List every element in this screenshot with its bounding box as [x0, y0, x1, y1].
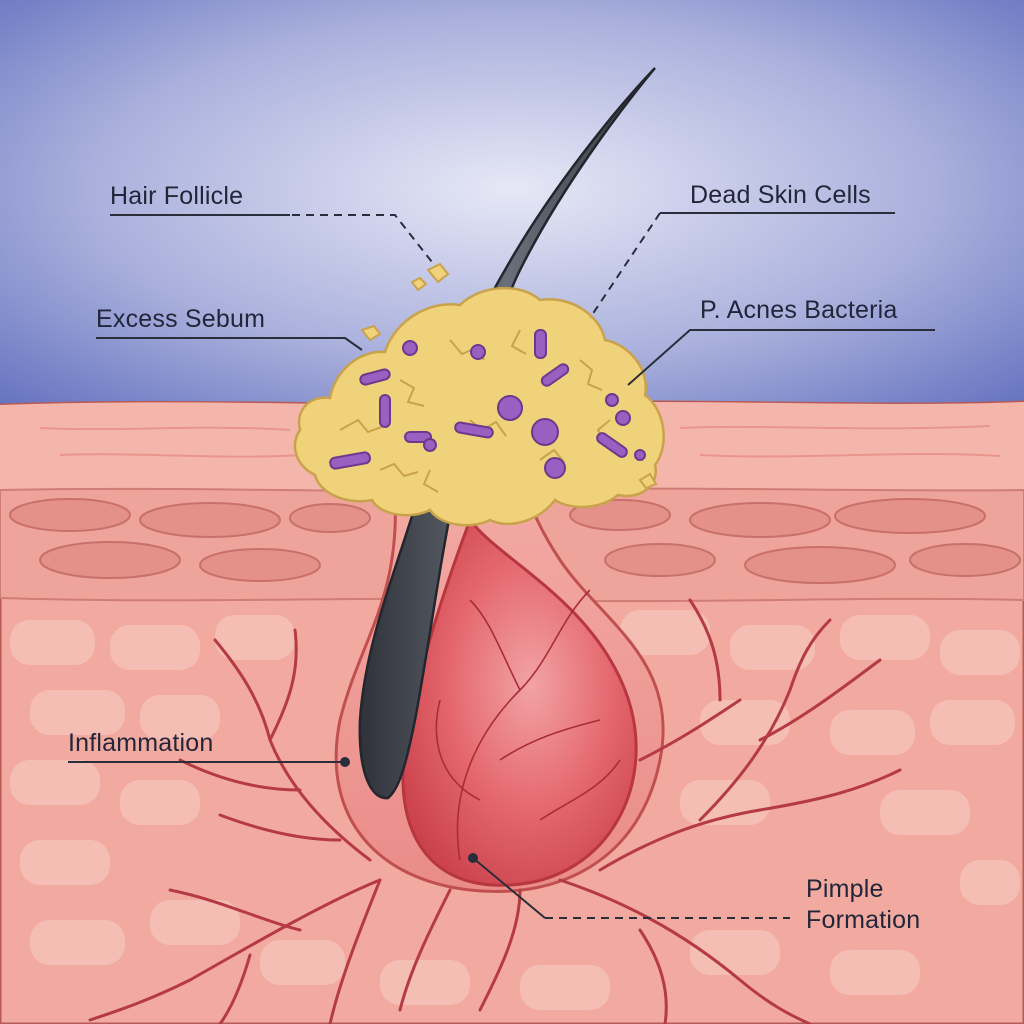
label-excess-sebum: Excess Sebum: [96, 305, 266, 333]
dermis-cells: [10, 610, 1020, 1010]
label-pimple-formation-line2: Formation: [806, 906, 921, 934]
bacteria: [329, 329, 646, 479]
leader-lines: [68, 212, 935, 919]
label-pimple-formation: Pimple Formation: [806, 874, 920, 936]
sebum-flakes: [360, 262, 658, 490]
epidermis-lines: [39, 425, 1001, 458]
label-p-acnes-bacteria: P. Acnes Bacteria: [700, 296, 898, 324]
label-hair-follicle: Hair Follicle: [110, 182, 244, 210]
label-inflammation: Inflammation: [68, 729, 214, 757]
blood-vessels: [88, 598, 902, 1024]
epidermis-cells: [9, 498, 1021, 584]
label-dead-skin-cells: Dead Skin Cells: [690, 181, 871, 209]
leader-dots: [340, 757, 478, 863]
pimple-veins: [435, 589, 621, 861]
label-pimple-formation-line1: Pimple: [806, 875, 884, 903]
